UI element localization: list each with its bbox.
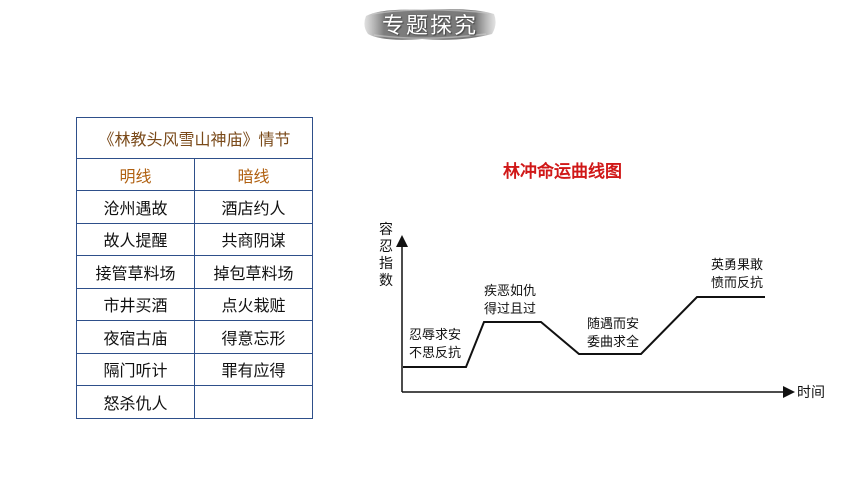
plot-table: 《林教头风雪山神庙》情节 明线 暗线 沧州遇故 酒店约人 故人提醒 共商阴谋 接… — [76, 117, 313, 419]
table-caption-row: 《林教头风雪山神庙》情节 — [76, 117, 313, 159]
table-row: 怒杀仇人 — [76, 385, 313, 419]
table-cell: 沧州遇故 — [76, 190, 195, 224]
table-row: 市井买酒 点火栽赃 — [76, 287, 313, 321]
table-cell: 酒店约人 — [194, 190, 313, 224]
header-banner: 专题探究 — [362, 4, 498, 44]
table-cell: 共商阴谋 — [194, 222, 313, 256]
table-cell: 故人提醒 — [76, 222, 195, 256]
table-row: 隔门听计 罪有应得 — [76, 352, 313, 386]
curve-annotation: 忍辱求安 不思反抗 — [408, 328, 461, 361]
table-header-row: 明线 暗线 — [76, 158, 313, 191]
y-axis-label-char: 数 — [379, 273, 393, 289]
x-axis-label: 时间 — [797, 385, 825, 401]
column-header-explicit-line: 明线 — [76, 158, 195, 191]
table-cell: 点火栽赃 — [194, 287, 313, 321]
table-cell: 怒杀仇人 — [76, 385, 195, 419]
table-cell: 罪有应得 — [194, 352, 313, 386]
table-caption: 《林教头风雪山神庙》情节 — [76, 117, 313, 159]
table-cell: 夜宿古庙 — [76, 320, 195, 354]
curve-annotation: 疾恶如仇 得过且过 — [483, 284, 536, 317]
table-cell: 掉包草料场 — [194, 255, 313, 289]
table-row: 夜宿古庙 得意忘形 — [76, 320, 313, 354]
table-row: 接管草料场 掉包草料场 — [76, 255, 313, 289]
y-axis-label-char: 指 — [379, 256, 393, 272]
y-axis-label-char: 容 — [379, 222, 393, 238]
y-axis-label: 容 忍 指 数 — [377, 222, 395, 290]
chart-title: 林冲命运曲线图 — [503, 162, 622, 182]
fate-curve-line — [403, 296, 765, 368]
page-title: 专题探究 — [381, 14, 478, 39]
table-row: 故人提醒 共商阴谋 — [76, 222, 313, 256]
table-cell: 得意忘形 — [194, 320, 313, 354]
y-axis-label-char: 忍 — [379, 239, 393, 255]
column-header-implicit-line: 暗线 — [194, 158, 313, 191]
curve-annotation: 英勇果敢 愤而反抗 — [710, 258, 763, 291]
curve-annotation: 随遇而安 委曲求全 — [586, 317, 639, 350]
table-row: 沧州遇故 酒店约人 — [76, 190, 313, 224]
table-cell — [194, 385, 313, 419]
table-cell: 隔门听计 — [76, 352, 195, 386]
table-cell: 市井买酒 — [76, 287, 195, 321]
brush-stroke-background — [364, 8, 496, 40]
